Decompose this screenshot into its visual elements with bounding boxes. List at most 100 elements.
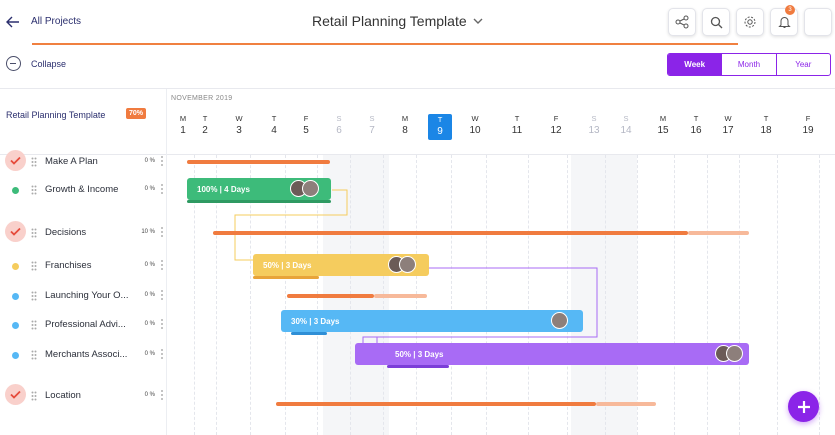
view-year-button[interactable]: Year: [775, 54, 830, 75]
progress-bar: [187, 200, 331, 203]
day-name: T: [514, 114, 520, 123]
task-bar-franchises[interactable]: 50% | 3 Days: [253, 254, 429, 279]
more-vertical-icon[interactable]: [161, 260, 163, 270]
task-bar-growth[interactable]: 100% | 4 Days: [187, 178, 331, 203]
view-month-button[interactable]: Month: [721, 54, 775, 75]
grid-line: [567, 155, 568, 435]
grid-line: [486, 155, 487, 435]
day-name: F: [805, 114, 811, 123]
task-bar-professional[interactable]: 30% | 3 Days: [281, 310, 583, 335]
grid-line: [605, 155, 606, 435]
task-name[interactable]: Growth & Income: [45, 184, 119, 195]
day-name: F: [553, 114, 559, 123]
summary-line-remaining: [688, 231, 749, 235]
drag-handle-icon[interactable]: [31, 157, 37, 167]
check-icon[interactable]: [5, 384, 26, 405]
summary-line-launching: [287, 294, 374, 298]
day-date: 12: [550, 125, 562, 136]
weekend-band: [571, 155, 637, 435]
day-name: T: [202, 114, 208, 123]
drag-handle-icon[interactable]: [31, 291, 37, 301]
more-button[interactable]: [804, 8, 832, 36]
search-button[interactable]: [702, 8, 730, 36]
task-bar-label: 50% | 3 Days: [263, 260, 312, 270]
task-bar-label: 30% | 3 Days: [291, 316, 340, 326]
summary-line-remaining: [374, 294, 427, 298]
task-bar-label: 50% | 3 Days: [395, 349, 444, 359]
task-name[interactable]: Make A Plan: [45, 156, 98, 167]
task-list-panel: Retail Planning Template 70%: [0, 89, 167, 435]
more-vertical-icon[interactable]: [161, 184, 163, 194]
share-button[interactable]: [668, 8, 696, 36]
day-date: 15: [657, 125, 669, 136]
settings-button[interactable]: [736, 8, 764, 36]
day-date: 1: [180, 125, 186, 136]
task-name[interactable]: Merchants Associ...: [45, 349, 128, 360]
status-dot: [12, 352, 19, 359]
more-vertical-icon[interactable]: [161, 390, 163, 400]
add-task-button[interactable]: [788, 391, 819, 422]
chevron-down-icon: [473, 18, 483, 24]
view-week-button[interactable]: Week: [668, 54, 722, 75]
drag-handle-icon[interactable]: [31, 185, 37, 195]
notifications-button[interactable]: 3: [770, 5, 798, 36]
more-vertical-icon[interactable]: [161, 227, 163, 237]
more-vertical-icon[interactable]: [161, 156, 163, 166]
back-arrow-icon[interactable]: [6, 14, 20, 30]
drag-handle-icon[interactable]: [31, 228, 37, 238]
drag-handle-icon[interactable]: [31, 261, 37, 271]
progress-bar: [387, 365, 449, 368]
drag-handle-icon[interactable]: [31, 350, 37, 360]
grid-line: [707, 155, 708, 435]
day-date: 5: [303, 125, 309, 136]
task-row[interactable]: Launching Your O...0 %: [0, 285, 167, 307]
more-vertical-icon[interactable]: [161, 290, 163, 300]
status-dot: [12, 293, 19, 300]
day-date: 16: [690, 125, 702, 136]
task-name[interactable]: Launching Your O...: [45, 290, 129, 301]
task-bar-label: 100% | 4 Days: [197, 184, 250, 194]
day-name: M: [401, 114, 409, 123]
progress-bar: [291, 332, 327, 335]
drag-handle-icon[interactable]: [31, 320, 37, 330]
day-name: T: [271, 114, 277, 123]
task-name[interactable]: Franchises: [45, 260, 92, 271]
collapse-label: Collapse: [31, 58, 67, 69]
divider: [0, 154, 835, 155]
day-date: 3: [236, 125, 242, 136]
day-date: 17: [722, 125, 734, 136]
avatar: [399, 256, 416, 273]
task-name[interactable]: Decisions: [45, 227, 87, 238]
task-name[interactable]: Location: [45, 390, 81, 401]
task-bar-merchants[interactable]: 50% | 3 Days: [355, 343, 749, 368]
check-icon[interactable]: [5, 221, 26, 242]
collapse-toggle[interactable]: Collapse: [6, 56, 66, 71]
drag-handle-icon[interactable]: [31, 391, 37, 401]
check-icon[interactable]: [5, 150, 26, 171]
day-date: 6: [336, 125, 342, 136]
all-projects-link[interactable]: All Projects: [31, 16, 82, 27]
task-row[interactable]: Merchants Associ...0 %: [0, 344, 167, 366]
divider: [0, 88, 835, 89]
more-vertical-icon[interactable]: [161, 349, 163, 359]
task-row[interactable]: Professional Advi...0 %: [0, 314, 167, 336]
project-title-dropdown[interactable]: Retail Planning Template: [312, 13, 483, 29]
top-bar: All Projects Retail Planning Template 3: [0, 0, 835, 46]
task-name[interactable]: Professional Advi...: [45, 319, 126, 330]
day-name: W: [724, 114, 732, 123]
more-vertical-icon[interactable]: [161, 319, 163, 329]
day-date: 11: [511, 125, 523, 136]
